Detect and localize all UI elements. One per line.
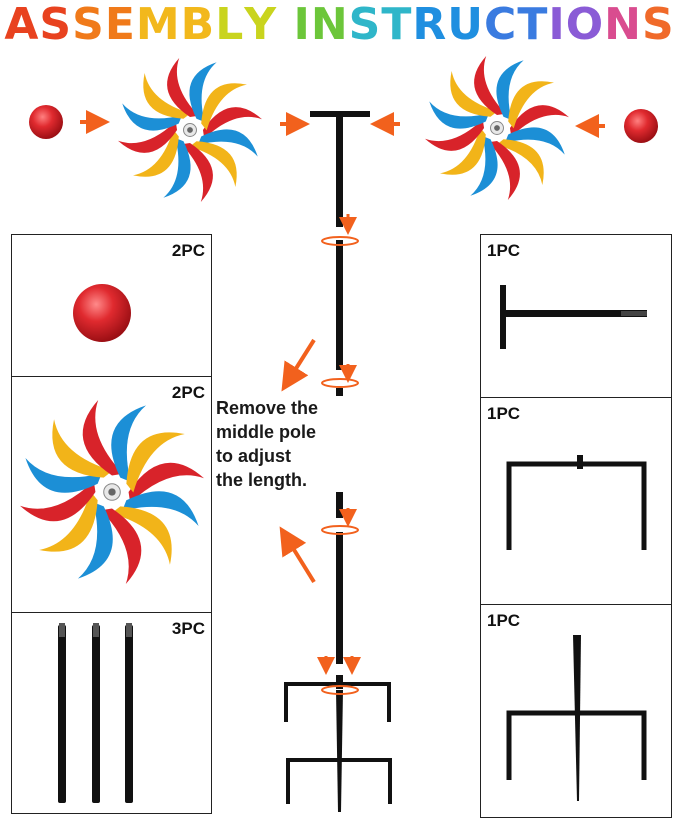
adjust-length-note: Remove the middle pole to adjust the len…	[216, 396, 346, 492]
assembly-instructions-title: ASSEMBLY INSTRUCTIONS	[0, 2, 679, 48]
spinner-blade	[163, 138, 191, 198]
right-pinwheel-spinner-icon	[425, 56, 569, 200]
spinner-blade	[111, 506, 172, 565]
title-letter: A	[4, 0, 40, 50]
spinner-blade	[505, 127, 565, 155]
title-letter: S	[348, 0, 382, 50]
part-box-cap: 2PC	[11, 234, 212, 377]
title-letter: B	[180, 0, 216, 50]
title-letter: C	[484, 0, 518, 50]
spinner-blade	[25, 457, 102, 493]
right-red-cap-icon	[624, 109, 658, 143]
title-letter: M	[135, 0, 181, 50]
red-cap-icon	[73, 284, 131, 342]
left-red-cap-icon	[29, 105, 63, 139]
arrow-down-left	[279, 526, 316, 584]
spinner-blade	[429, 101, 489, 129]
spinner-blade	[198, 129, 258, 157]
spinner-blade	[118, 121, 178, 153]
spinner-blade	[508, 81, 554, 129]
spinner-blade	[100, 508, 142, 584]
left-pinwheel-spinner-icon	[118, 58, 262, 202]
spinner-blade	[425, 119, 485, 151]
title-letter: O	[565, 0, 605, 50]
part-qty-stake: 1PC	[487, 611, 521, 630]
spinner-blade	[450, 71, 498, 117]
title-letter: E	[104, 0, 136, 50]
title-letter: L	[215, 0, 245, 50]
part-box-spinner: 2PC	[11, 376, 212, 613]
spinner-blade	[488, 140, 520, 200]
spinner-blade	[126, 432, 185, 493]
title-letter: I	[548, 0, 566, 50]
part-box-stake: 1PC	[480, 604, 672, 818]
spinner-blade	[470, 136, 498, 196]
spinner-blade	[128, 462, 204, 504]
title-letter: T	[381, 0, 413, 50]
t-bar-icon	[500, 285, 647, 349]
part-qty-bracket: 1PC	[487, 404, 521, 423]
spinner-blade	[440, 127, 486, 175]
part-box-poles: 3PC	[11, 612, 212, 814]
spinner-blade	[82, 400, 124, 476]
spinner-blade	[509, 105, 569, 137]
part-box-top-bar: 1PC	[480, 234, 672, 398]
title-letter: Y	[244, 0, 278, 50]
spinner-blade	[133, 129, 179, 177]
title-letter: R	[412, 0, 448, 50]
pole-segments-icon	[58, 623, 133, 803]
top-assembly-diagram	[29, 56, 658, 202]
spinner-blade	[181, 142, 213, 202]
part-qty-poles: 3PC	[171, 619, 205, 638]
pinwheel-spinner-icon	[20, 400, 204, 584]
spinner-blade	[202, 107, 262, 139]
spinner-blade	[496, 139, 544, 185]
title-letter: N	[310, 0, 349, 50]
arrow-up-left	[281, 338, 316, 392]
spinner-blade	[189, 62, 217, 122]
title-letter: U	[447, 0, 485, 50]
spinner-blade	[122, 103, 182, 131]
spinner-blade	[496, 60, 524, 120]
spinner-blade	[474, 56, 506, 116]
part-qty-cap: 2PC	[171, 241, 205, 260]
part-box-bracket: 1PC	[480, 397, 672, 605]
title-letter: I	[293, 0, 311, 50]
spinner-blade	[52, 419, 113, 478]
part-qty-spinner: 2PC	[171, 383, 205, 402]
spinner-blade	[77, 502, 113, 579]
spinner-blade	[167, 58, 199, 118]
ground-stake-icon	[506, 635, 647, 801]
spinner-blade	[143, 73, 191, 119]
title-letter: S	[72, 0, 105, 50]
part-qty-top-bar: 1PC	[487, 241, 521, 260]
spinner-blade	[189, 141, 237, 187]
spinner-blade	[20, 480, 96, 522]
title-letter: S	[39, 0, 73, 50]
u-bracket-icon	[506, 455, 647, 550]
spinner-blade	[111, 405, 147, 482]
spinner-blade	[39, 491, 98, 552]
title-letter: S	[641, 0, 675, 50]
spinner-blade	[201, 83, 247, 131]
title-letter: N	[604, 0, 642, 50]
spinner-blade	[122, 491, 199, 527]
title-letter: T	[517, 0, 549, 50]
